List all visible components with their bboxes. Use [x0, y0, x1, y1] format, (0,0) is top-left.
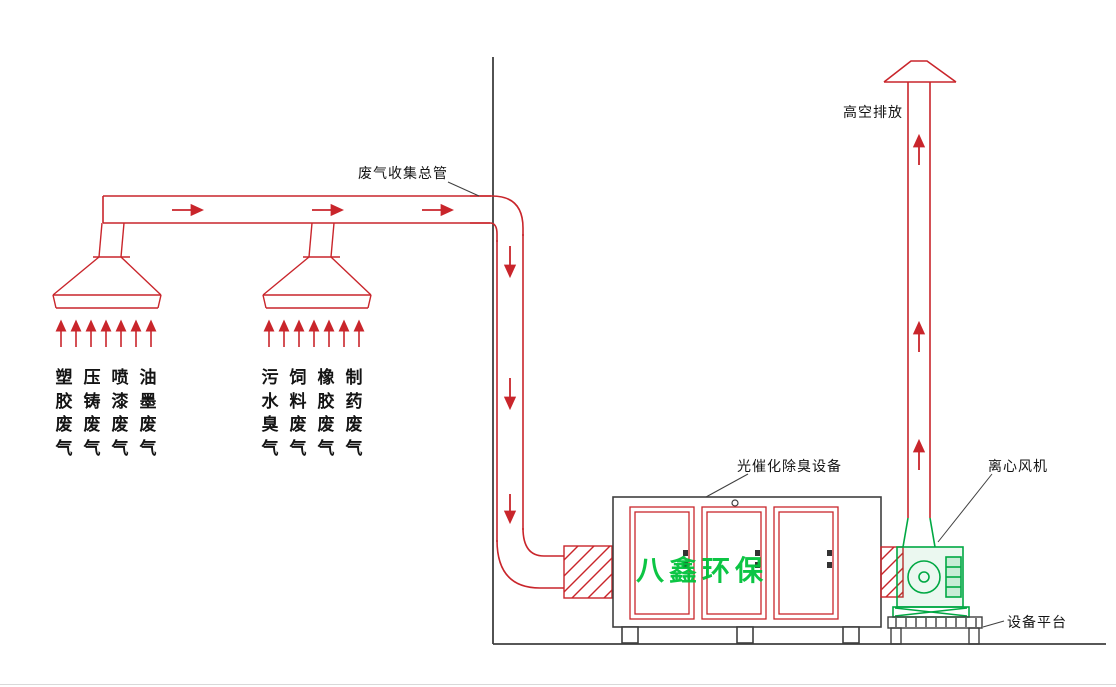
gas-column: 压铸废气 [83, 368, 101, 458]
label-platform: 设备平台 [1007, 614, 1067, 630]
label-fan: 离心风机 [988, 458, 1048, 474]
gas-column: 塑胶废气 [55, 368, 73, 458]
gas-column: 油墨废气 [139, 368, 157, 458]
vent-circle [731, 499, 739, 507]
equipment-doors [629, 506, 839, 620]
label-equipment: 光催化除臭设备 [737, 458, 842, 474]
vertical-duct [496, 234, 564, 589]
hood-arrows-1 [55, 319, 157, 347]
duct-flow-arrows [172, 203, 517, 525]
gas-column: 制药废气 [345, 368, 363, 458]
door-handles [683, 550, 832, 568]
equipment-platform [887, 616, 983, 645]
gas-column: 喷漆废气 [111, 368, 129, 458]
main-duct [102, 195, 524, 242]
hood-arrows-2 [263, 319, 365, 347]
label-discharge: 高空排放 [843, 104, 903, 120]
collection-hood-2 [262, 222, 372, 309]
gas-column: 橡胶废气 [317, 368, 335, 458]
flex-connector-right [880, 546, 904, 598]
gas-column: 污水臭气 [261, 368, 279, 458]
exhaust-stack [907, 92, 931, 518]
leader-lines [447, 181, 1005, 628]
watermark: 八鑫环保 [636, 555, 769, 586]
equipment-box [612, 496, 882, 644]
collection-hood-1 [52, 222, 162, 309]
flex-connector-left [563, 545, 613, 599]
centrifugal-fan [892, 517, 970, 618]
label-main-duct: 废气收集总管 [358, 165, 448, 181]
stack-rain-cap [883, 60, 957, 92]
gas-column: 饲料废气 [289, 368, 307, 458]
